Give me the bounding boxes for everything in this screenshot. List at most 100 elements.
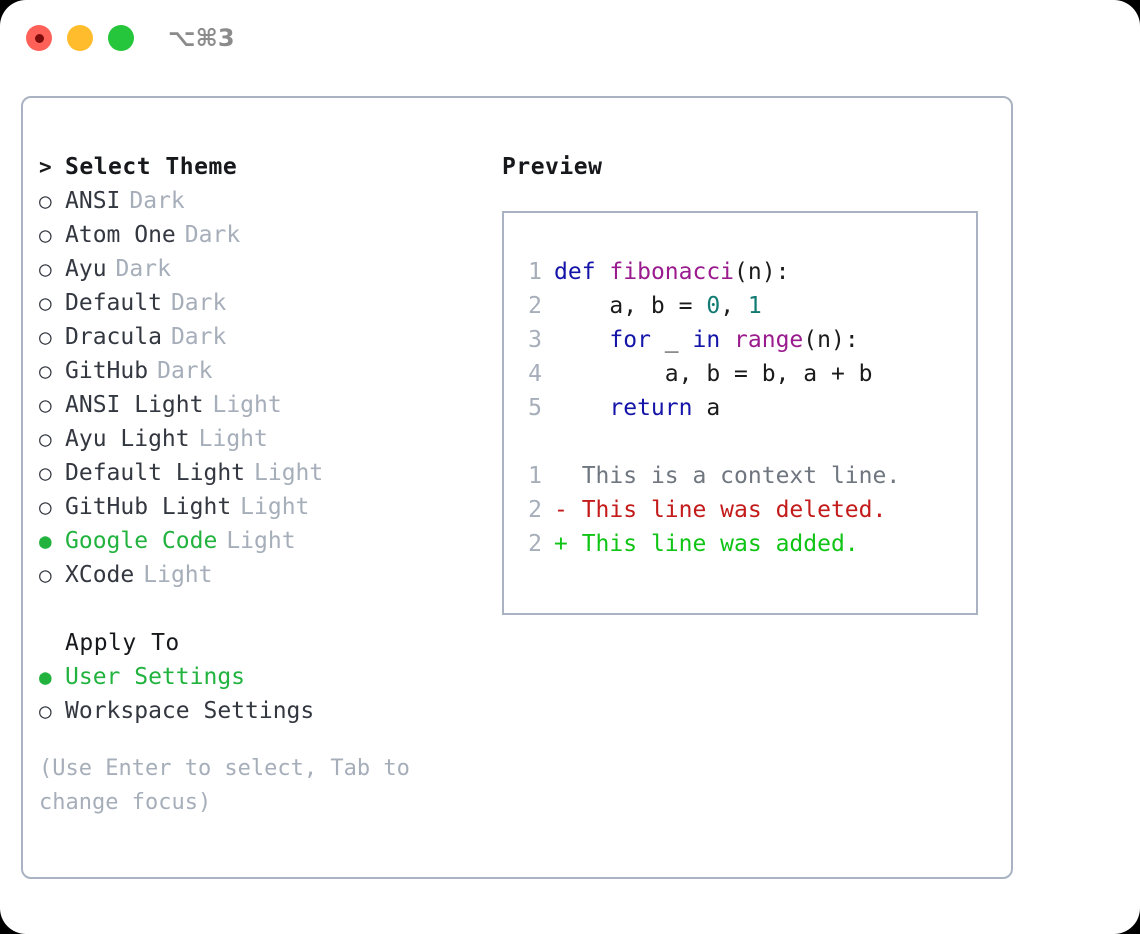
close-button[interactable]: [26, 25, 52, 51]
theme-name: GitHub Light: [65, 494, 232, 520]
theme-option[interactable]: ○ Atom One Dark: [39, 218, 479, 252]
minimize-button[interactable]: [67, 25, 93, 51]
code-token-plain: [554, 395, 609, 421]
caret-icon: >: [39, 155, 52, 179]
apply-to-option[interactable]: ○ Workspace Settings: [39, 694, 479, 728]
theme-option[interactable]: ○ ANSI Light Light: [39, 388, 479, 422]
theme-option[interactable]: ○ Default Dark: [39, 286, 479, 320]
code-token-plain: (n):: [803, 327, 859, 353]
code-line-text: a, b = 0, 1: [554, 289, 762, 323]
select-theme-label: Select Theme: [65, 154, 238, 180]
select-theme-header: > Select Theme: [39, 150, 479, 184]
theme-name: ANSI: [65, 188, 121, 214]
preview-title: Preview: [502, 154, 603, 180]
theme-name: Ayu: [65, 256, 107, 282]
traffic-light-buttons: [26, 25, 134, 51]
code-line: 1 def fibonacci(n):: [518, 255, 970, 289]
radio-unselected-icon: ○: [39, 223, 52, 247]
theme-category: Light: [240, 494, 310, 520]
theme-category: Light: [143, 562, 213, 588]
radio-unselected-icon: ○: [39, 393, 52, 417]
code-token-plain: _: [650, 327, 693, 353]
radio-unselected-icon: ○: [39, 325, 52, 349]
line-number: 2: [528, 531, 542, 557]
code-token-plain: a, b = b, a + b: [554, 361, 873, 387]
theme-name: Google Code: [65, 528, 218, 554]
code-line: 4 a, b = b, a + b: [518, 357, 970, 391]
code-token-kw: for: [609, 327, 651, 353]
window-title: ⌥⌘3: [168, 24, 235, 52]
theme-name: Default Light: [65, 460, 246, 486]
theme-category: Dark: [184, 222, 241, 248]
radio-selected-icon: ●: [39, 529, 52, 553]
diff-text: This is a context line.: [567, 463, 901, 489]
radio-unselected-icon: ○: [39, 291, 52, 315]
theme-category: Dark: [170, 290, 227, 316]
diff-line: 1 This is a context line.: [518, 459, 970, 493]
code-token-fn: fibonacci: [609, 259, 735, 285]
theme-option[interactable]: ○ Dracula Dark: [39, 320, 479, 354]
line-number: 4: [528, 361, 542, 387]
theme-name: Atom One: [65, 222, 176, 248]
line-number: 2: [528, 497, 542, 523]
code-token-plain: a: [692, 395, 721, 421]
theme-category: Light: [254, 460, 324, 486]
theme-name: ANSI Light: [65, 392, 204, 418]
theme-category: Light: [198, 426, 268, 452]
code-line-text: def fibonacci(n):: [554, 255, 789, 289]
code-line-text: a, b = b, a + b: [554, 357, 873, 391]
theme-name: GitHub: [65, 358, 149, 384]
theme-category: Dark: [115, 256, 171, 282]
diff-text: This line was added.: [567, 531, 859, 557]
apply-to-name: Workspace Settings: [65, 698, 315, 724]
diff-sign: [554, 459, 568, 493]
list-spacer: [39, 592, 479, 626]
theme-name: XCode: [65, 562, 135, 588]
theme-option[interactable]: ○ XCode Light: [39, 558, 479, 592]
theme-category: Dark: [157, 358, 213, 384]
apply-to-option[interactable]: ●User Settings: [39, 660, 479, 694]
theme-category: Light: [212, 392, 282, 418]
theme-category: Dark: [170, 324, 227, 350]
keyboard-hint: (Use Enter to select, Tab to change focu…: [39, 756, 410, 815]
apply-to-options: ●User Settings ○ Workspace Settings: [39, 660, 479, 728]
radio-selected-icon: ●: [39, 665, 52, 689]
theme-name: Ayu Light: [65, 426, 190, 452]
code-line-text: for _ in range(n):: [554, 323, 859, 357]
code-token-num: 1: [747, 293, 762, 319]
line-number: 1: [528, 259, 542, 285]
code-line: 2 a, b = 0, 1: [518, 289, 970, 323]
theme-option[interactable]: ○ Ayu Light Light: [39, 422, 479, 456]
theme-option[interactable]: ○ Default Light Light: [39, 456, 479, 490]
title-bar: ⌥⌘3: [0, 0, 1140, 78]
code-token-plain: a, b =: [554, 293, 707, 319]
theme-name: Dracula: [65, 324, 162, 350]
code-token-plain: [554, 327, 609, 353]
line-number: 1: [528, 463, 542, 489]
diff-text: This line was deleted.: [567, 497, 887, 523]
radio-unselected-icon: ○: [39, 427, 52, 451]
radio-unselected-icon: ○: [39, 563, 52, 587]
code-token-plain: [720, 327, 734, 353]
code-token-kw: def: [554, 259, 596, 285]
diff-sign: +: [554, 531, 568, 557]
theme-name: Default: [65, 290, 162, 316]
radio-unselected-icon: ○: [39, 461, 52, 485]
diff-sample: 1 This is a context line.2- This line wa…: [518, 459, 970, 561]
radio-unselected-icon: ○: [39, 699, 52, 723]
zoom-button[interactable]: [108, 25, 134, 51]
apply-to-label: Apply To: [65, 630, 180, 656]
theme-category: Dark: [129, 188, 185, 214]
